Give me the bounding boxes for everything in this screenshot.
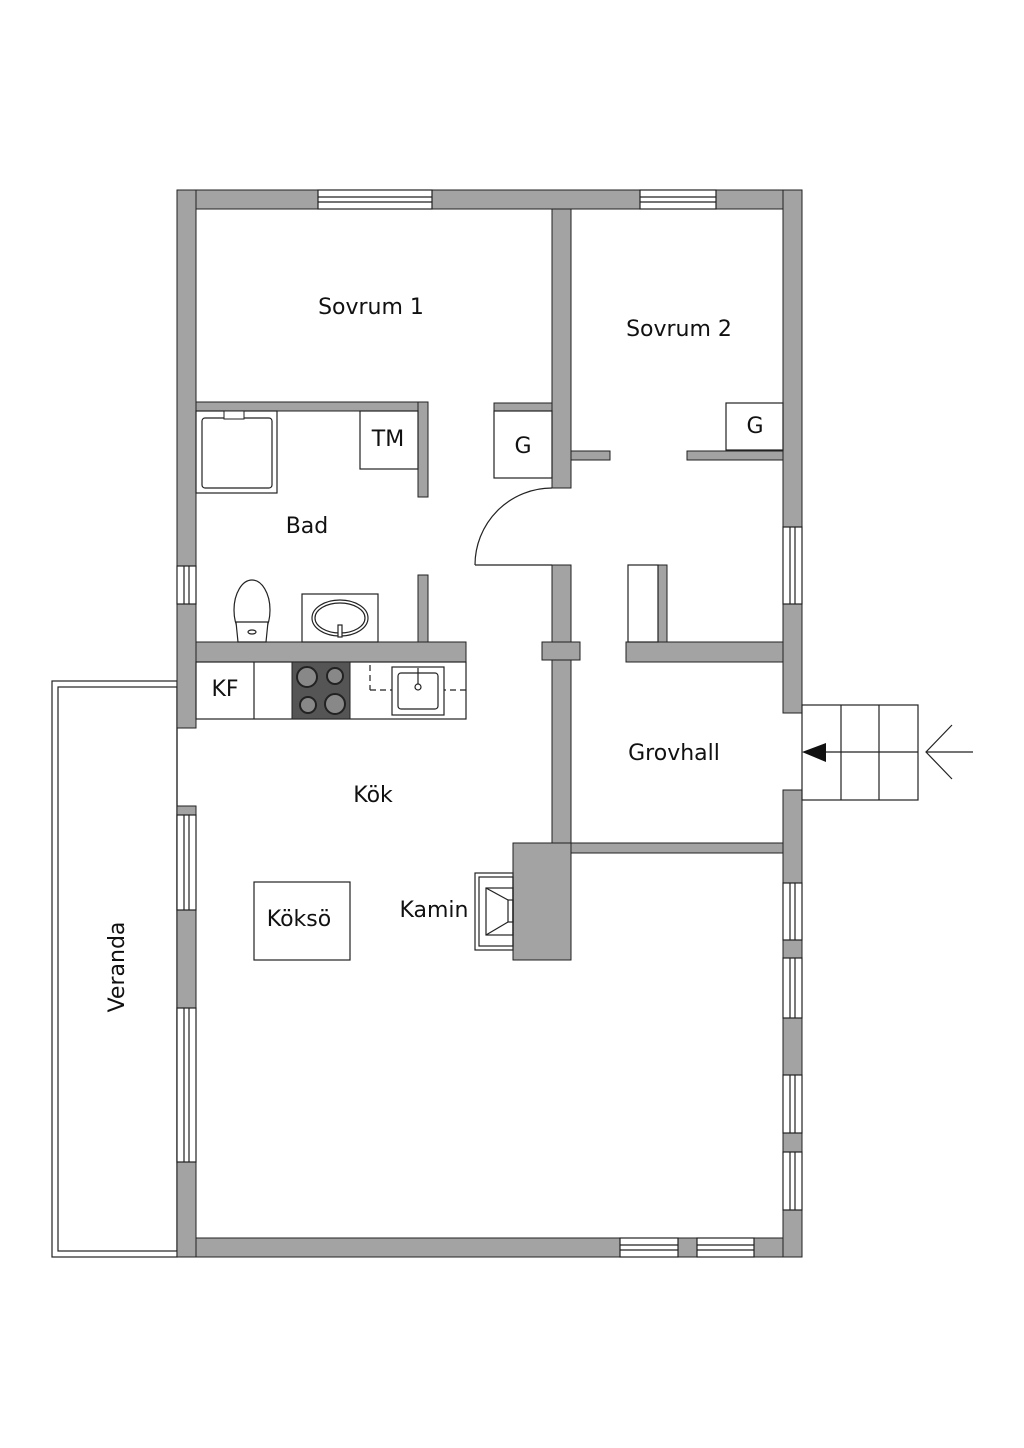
label-koksö: Köksö	[267, 907, 331, 932]
window	[782, 1074, 803, 1134]
window	[619, 1237, 679, 1258]
washing-machine	[359, 410, 419, 470]
door	[474, 487, 553, 566]
room-label-sovrum-1: Sovrum 1	[318, 295, 424, 320]
window	[317, 189, 433, 210]
wardrobe-grovhall	[627, 564, 659, 643]
room-label-bad: Bad	[286, 514, 329, 539]
room-label-grovhall: Grovhall	[628, 741, 720, 766]
entrance-stairs	[801, 704, 919, 801]
exterior-walls	[176, 189, 803, 1258]
kitchen-counter	[195, 661, 467, 720]
window	[176, 814, 197, 911]
window	[782, 1151, 803, 1211]
entry-arrow-icon	[925, 724, 973, 780]
chimney	[512, 842, 572, 961]
kitchen-island	[253, 881, 351, 961]
interior-walls	[195, 208, 784, 961]
window	[782, 957, 803, 1019]
kitchen-sink-icon	[391, 666, 445, 716]
label-kamin: Kamin	[399, 898, 468, 923]
veranda	[51, 680, 178, 1258]
label-kf: KF	[211, 677, 238, 702]
window	[176, 1007, 197, 1163]
window	[782, 526, 803, 605]
stove-icon	[291, 661, 351, 720]
label-g1: G	[514, 434, 531, 459]
sink-icon	[301, 593, 379, 643]
label-g2: G	[746, 414, 763, 439]
fireplace-icon	[474, 872, 514, 951]
shower-icon	[195, 410, 278, 494]
window	[696, 1237, 755, 1258]
window	[639, 189, 717, 210]
room-label-sovrum-2: Sovrum 2	[626, 317, 732, 342]
room-label-veranda: Veranda	[105, 922, 130, 1013]
wardrobe-g1	[493, 410, 553, 479]
windows	[176, 189, 803, 1258]
label-tm: TM	[371, 427, 404, 452]
window	[782, 882, 803, 941]
room-label-kok: Kök	[353, 783, 393, 808]
window	[176, 565, 197, 605]
arrow-icon	[802, 743, 826, 762]
toilet-icon	[233, 579, 271, 643]
wardrobe-g2	[725, 402, 784, 451]
